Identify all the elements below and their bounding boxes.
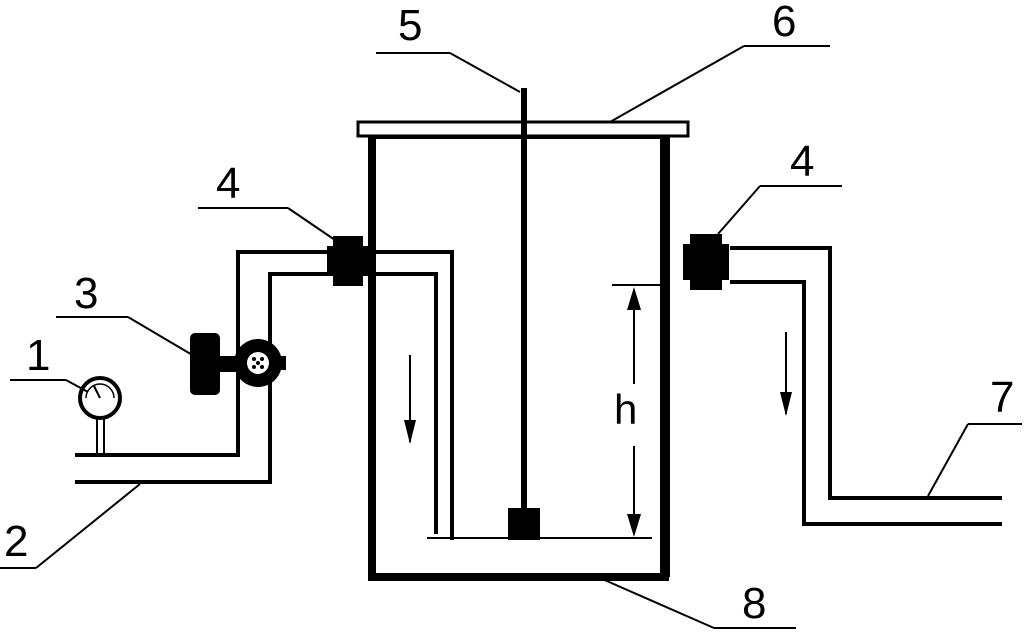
dip-tube-outer	[372, 250, 454, 540]
valve-handwheel	[190, 333, 220, 395]
height-label: h	[614, 386, 637, 433]
stirrer	[508, 88, 540, 540]
stirrer-paddle	[508, 508, 540, 540]
height-arrow-up-icon	[627, 287, 641, 310]
valve-stem	[218, 356, 238, 372]
dip-tube-inner	[372, 272, 438, 534]
label-vessel: 8	[742, 579, 766, 628]
label-inlet-pipe: 2	[4, 517, 28, 566]
flow-arrow-inner-icon	[404, 355, 416, 444]
label-gauge: 1	[26, 331, 50, 380]
label-fitting-right: 4	[790, 137, 814, 186]
label-fitting-left: 4	[216, 159, 240, 208]
pressure-gauge	[78, 376, 122, 453]
label-stirrer: 5	[398, 1, 422, 50]
label-valve: 3	[74, 269, 98, 318]
outlet-pipe-lower	[730, 280, 1002, 526]
valve	[190, 333, 286, 395]
height-indicator: h	[612, 284, 660, 537]
label-lid: 6	[772, 0, 796, 46]
height-arrow-down-icon	[627, 514, 641, 537]
inlet-dip-tube	[372, 250, 652, 540]
gauge-needle	[93, 385, 101, 399]
outlet-pipe-upper	[730, 246, 1002, 500]
flow-arrow-outlet-icon	[780, 332, 792, 416]
outlet-pipe	[730, 246, 1002, 526]
leader-lines	[0, 45, 1022, 629]
label-outlet-pipe: 7	[990, 373, 1014, 422]
